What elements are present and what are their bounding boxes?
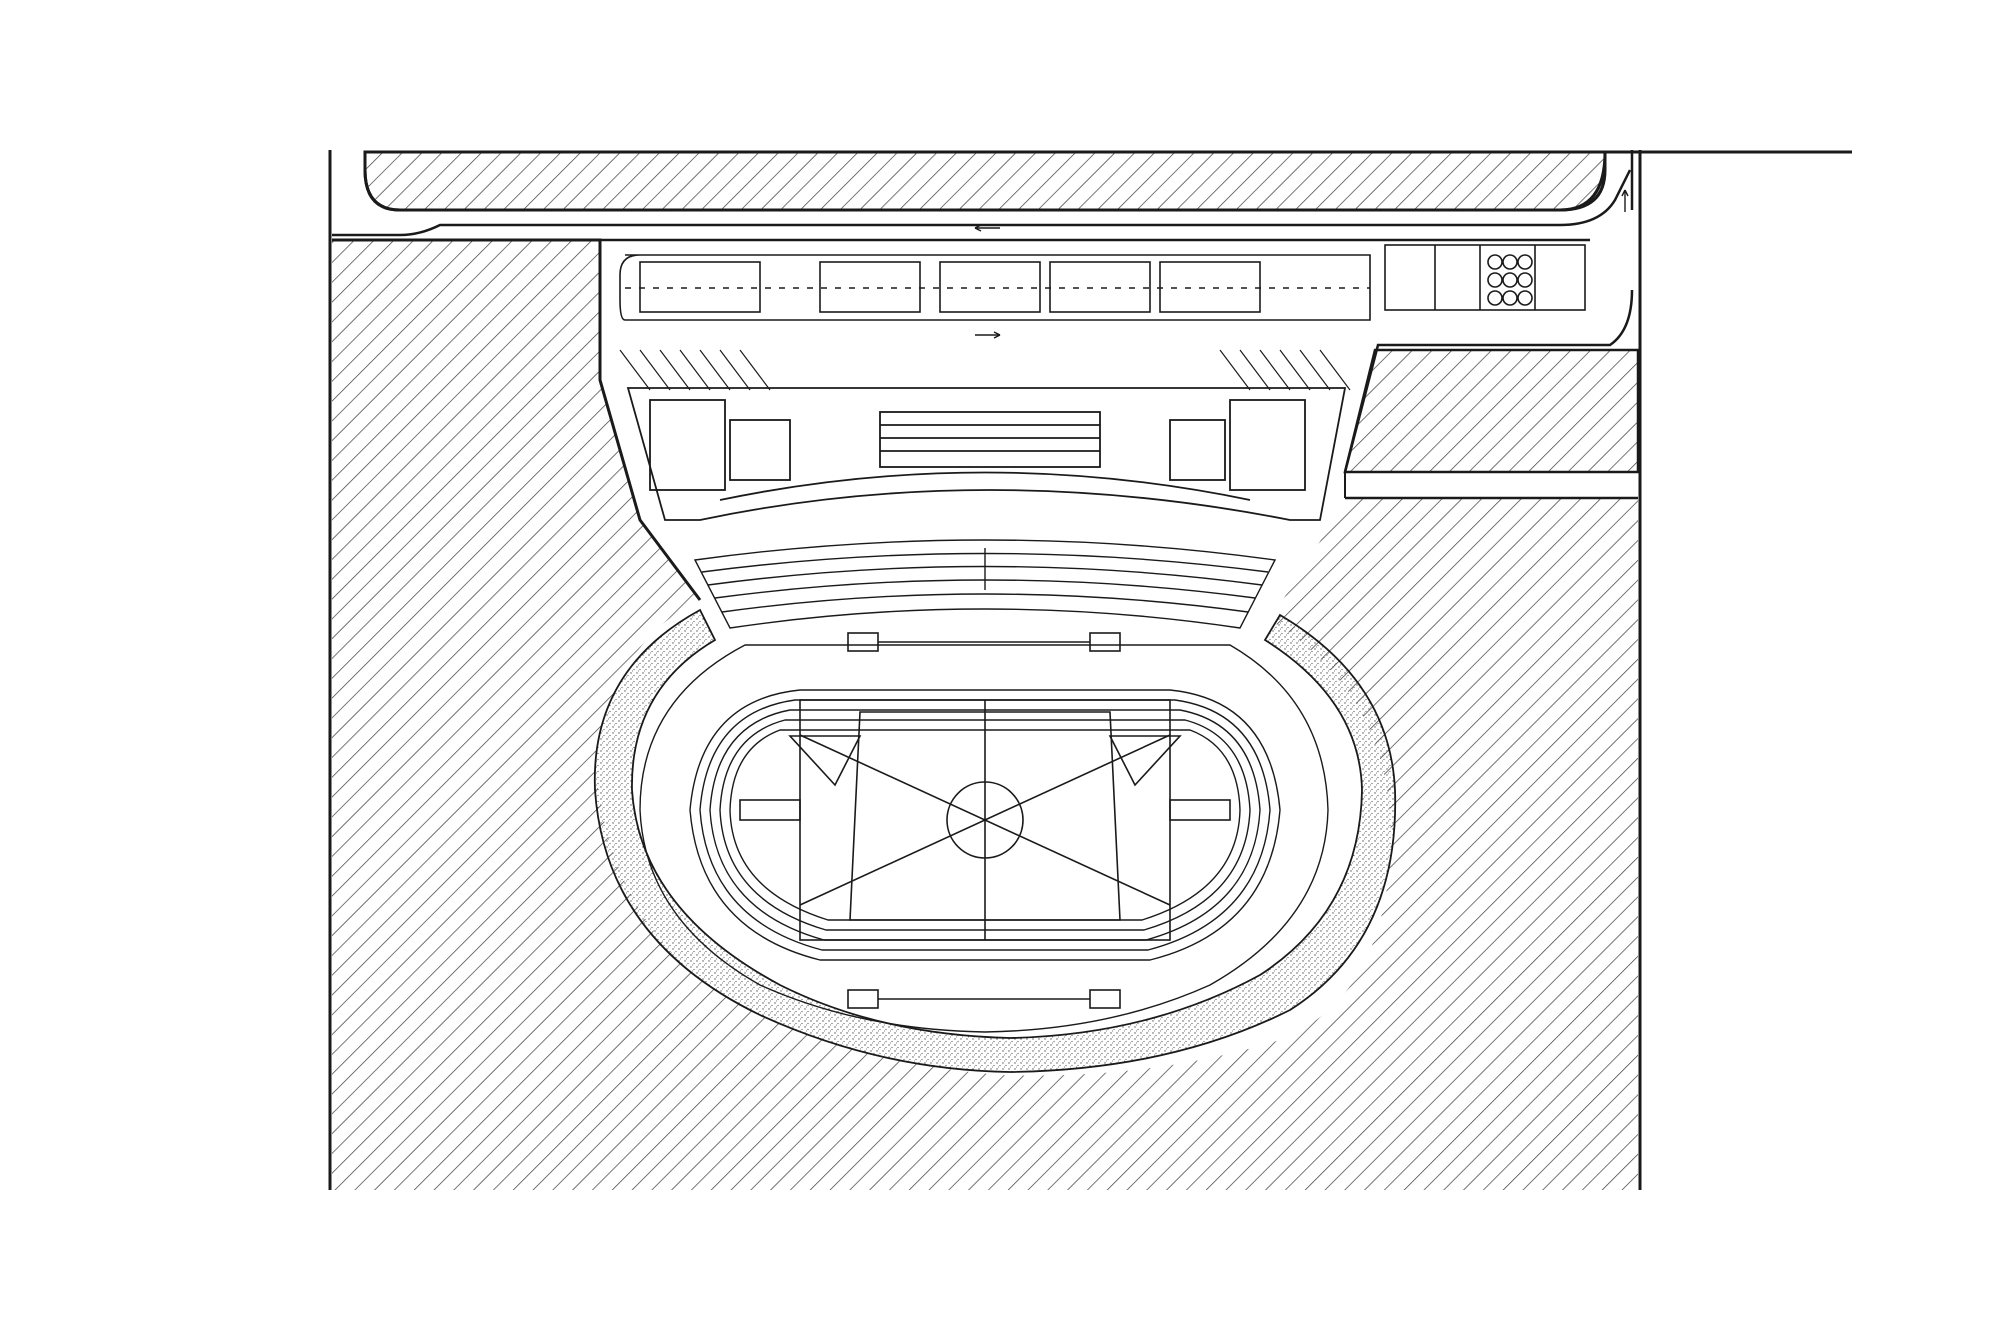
hatched-zone-north (363, 150, 1852, 212)
parking-area (619, 254, 1371, 321)
parking-stalls-right (1219, 349, 1351, 391)
team-benches (847, 632, 1121, 1009)
road-lines (332, 150, 1634, 473)
site-boundary (328, 150, 1642, 1190)
running-track (639, 644, 1329, 1033)
service-building (1384, 244, 1586, 311)
hatched-zone-east (1270, 498, 1638, 1190)
hatched-zone-west (332, 240, 1280, 1190)
direction-arrows (974, 189, 1629, 339)
grandstand-building (626, 387, 1347, 521)
football-pitch (739, 699, 1231, 941)
center-circle (946, 781, 1024, 859)
parking-stalls-left (619, 349, 771, 391)
grandstand-seating (693, 539, 1277, 629)
hatched-zone-east-upper (1343, 348, 1640, 474)
stadium-embankment (593, 608, 1397, 1073)
